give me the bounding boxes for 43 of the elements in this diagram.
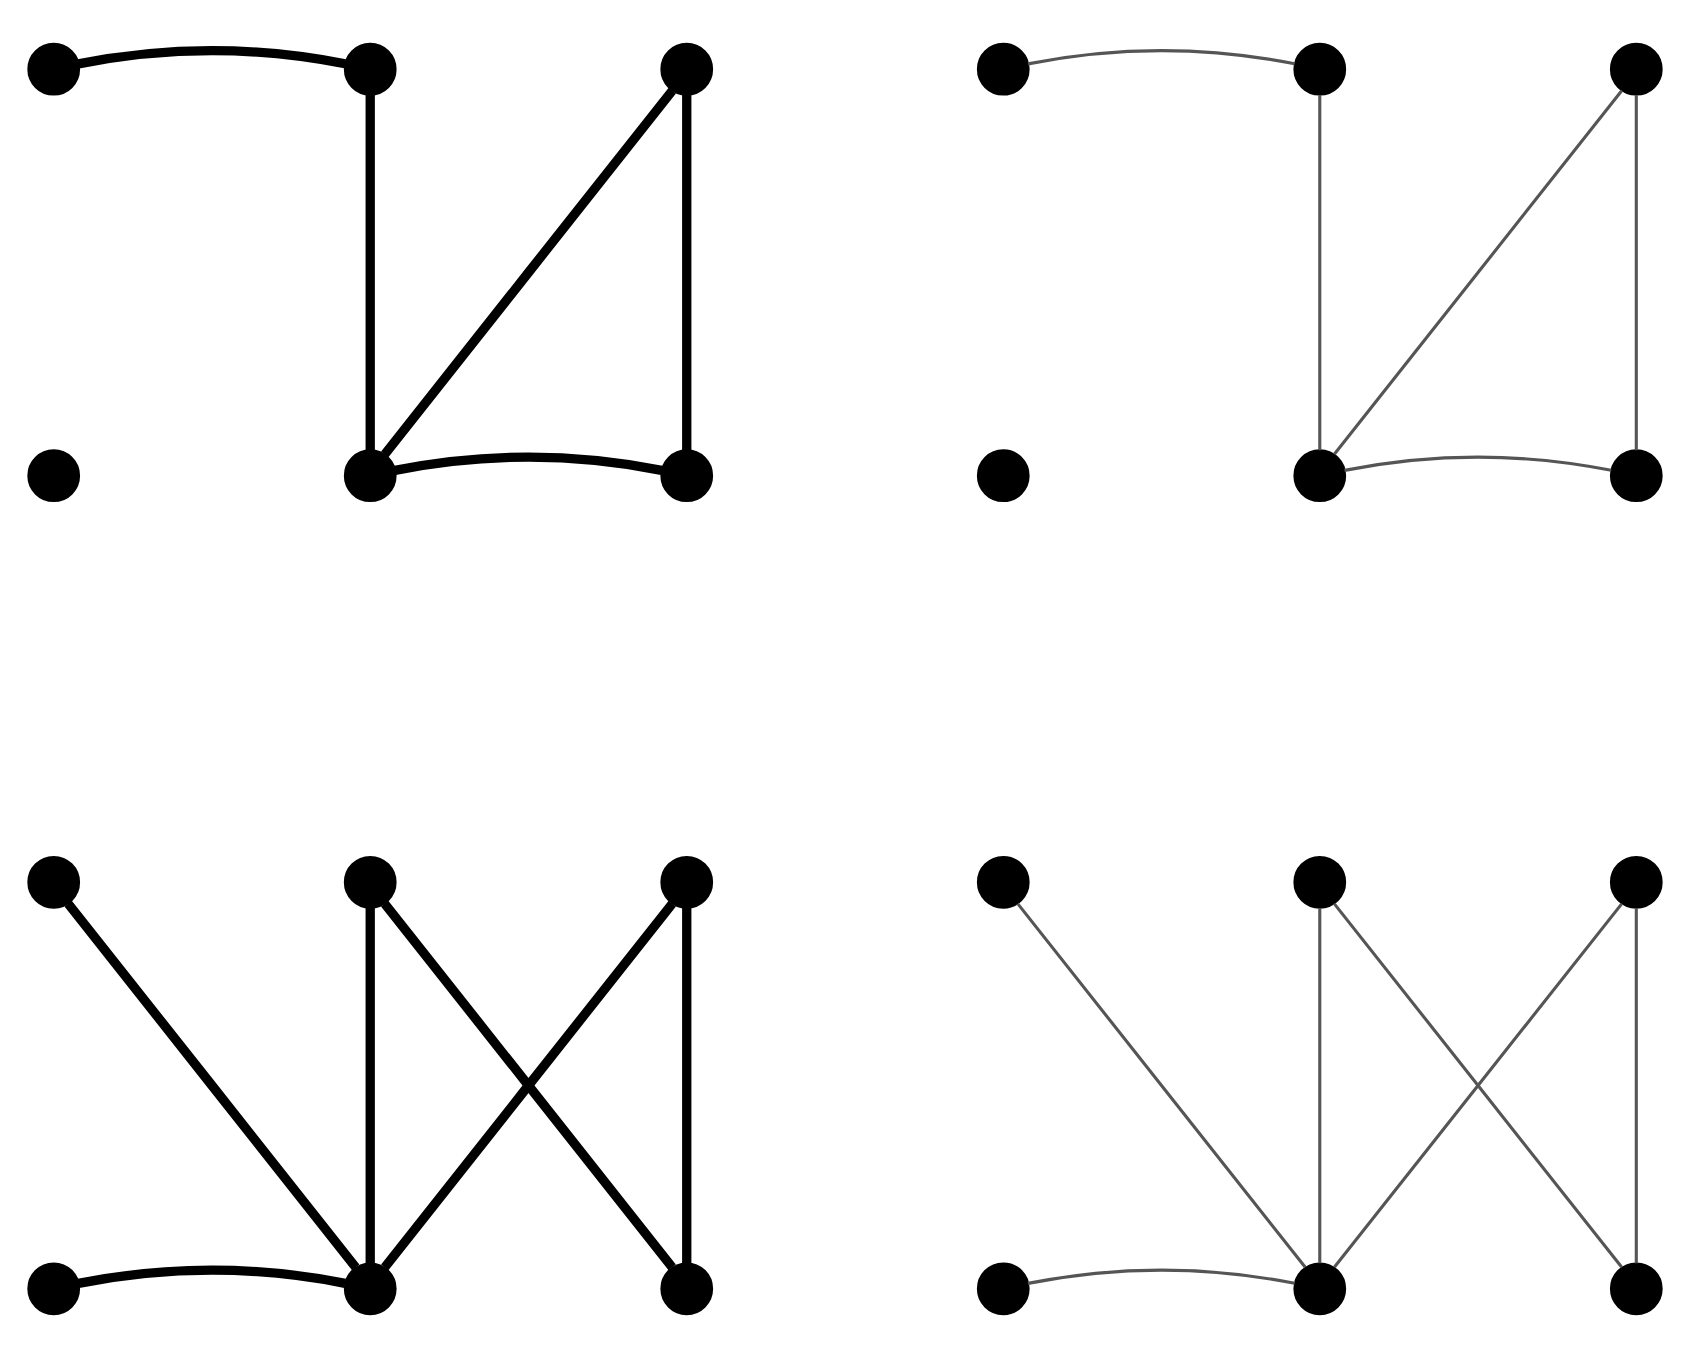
node-circle [976, 42, 1030, 96]
node-circle [660, 1262, 714, 1316]
node-circle [1609, 42, 1663, 96]
connector [64, 900, 360, 1271]
node-circle [660, 855, 714, 909]
node-circle [343, 449, 397, 503]
node-circle [27, 1262, 81, 1316]
node-circle [1609, 855, 1663, 909]
connector [381, 900, 676, 1271]
connector [682, 95, 692, 451]
node-circle [27, 449, 81, 503]
connector [1333, 89, 1624, 456]
node-circle [660, 449, 714, 503]
node-circle [1609, 1262, 1663, 1316]
connector [1634, 908, 1638, 1264]
node-circle [27, 855, 81, 909]
node-circle [343, 855, 397, 909]
node-circle [1293, 449, 1347, 503]
connector [365, 908, 375, 1264]
node-circle [27, 42, 81, 96]
node-circle [976, 855, 1030, 909]
connector [394, 452, 663, 475]
connector [1027, 1268, 1295, 1285]
node-circle [976, 1262, 1030, 1316]
node-circle [1293, 855, 1347, 909]
connector [1318, 95, 1322, 451]
connector [682, 908, 692, 1264]
node-circle [1293, 1262, 1347, 1316]
connector [1344, 455, 1612, 472]
node-circle [343, 42, 397, 96]
connector [1016, 902, 1307, 1269]
connector [77, 45, 346, 69]
connector [365, 95, 375, 451]
node-circle [1293, 42, 1347, 96]
connector [381, 87, 676, 458]
node-circle [976, 449, 1030, 503]
connector [1318, 908, 1322, 1264]
node-circle [343, 1262, 397, 1316]
node-circle [660, 42, 714, 96]
node-circle [1609, 449, 1663, 503]
connector [1027, 49, 1295, 66]
connector [1634, 95, 1638, 451]
connector [77, 1265, 346, 1288]
